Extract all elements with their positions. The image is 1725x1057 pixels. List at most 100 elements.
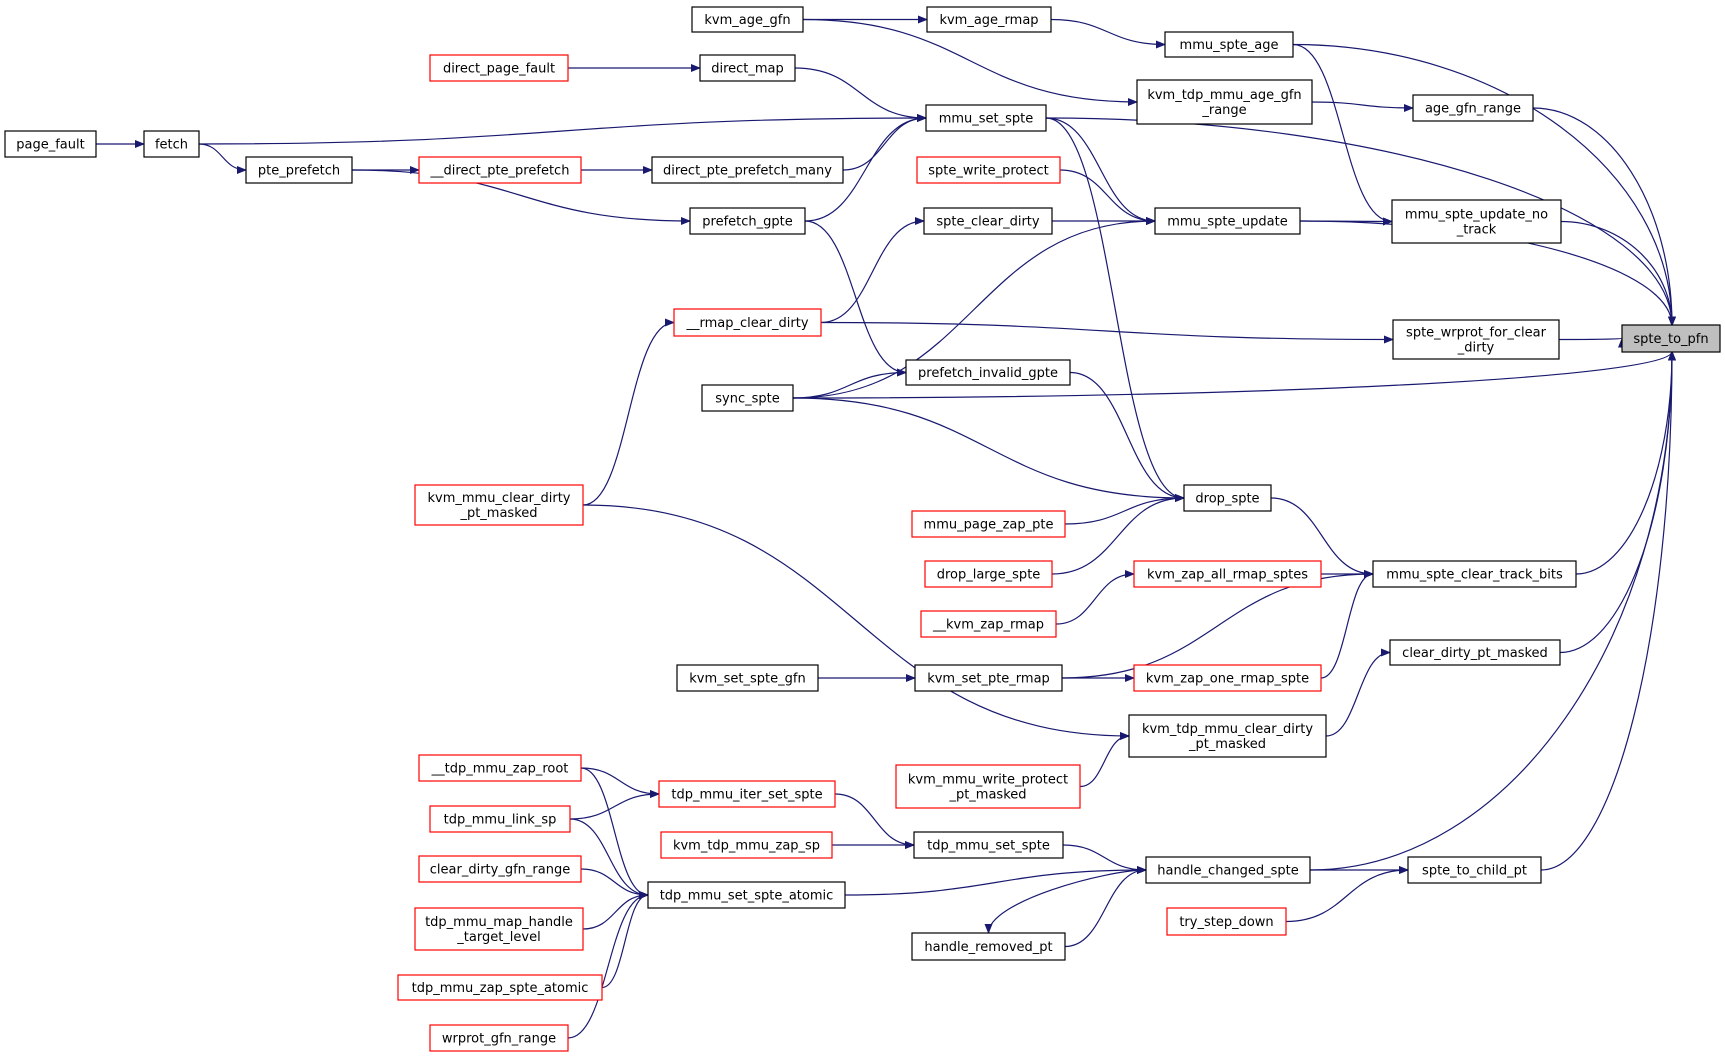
edge-kvm_age_gfn-to-kvm_tdp_mmu_age_gfn_range bbox=[802, 18, 1138, 106]
node-tdp_mmu_map_handle_target_level[interactable]: tdp_mmu_map_handle_target_level bbox=[414, 907, 584, 951]
node-kvm_tdp_mmu_age_gfn_range[interactable]: kvm_tdp_mmu_age_gfn_range bbox=[1136, 79, 1313, 125]
node-drop_large_spte[interactable]: drop_large_spte bbox=[924, 560, 1053, 588]
node-prefetch_invalid_gpte[interactable]: prefetch_invalid_gpte bbox=[905, 359, 1071, 386]
node-label: kvm_mmu_write_protect bbox=[908, 773, 1068, 788]
edge-kvm_mmu_write_protect_pt_masked-to-kvm_tdp_mmu_clear_dirty_pt_masked bbox=[1079, 732, 1130, 788]
node-label: __kvm_zap_rmap bbox=[932, 618, 1044, 633]
node-kvm_tdp_mmu_zap_sp[interactable]: kvm_tdp_mmu_zap_sp bbox=[660, 831, 833, 859]
node-mmu_page_zap_pte[interactable]: mmu_page_zap_pte bbox=[911, 510, 1066, 538]
node-box bbox=[1145, 856, 1311, 884]
node-tdp_mmu_iter_set_spte[interactable]: tdp_mmu_iter_set_spte bbox=[658, 780, 836, 808]
node-direct_pte_prefetch_many[interactable]: direct_pte_prefetch_many bbox=[651, 156, 844, 184]
node-label: tdp_mmu_zap_spte_atomic bbox=[412, 981, 589, 996]
node-label: __rmap_clear_dirty bbox=[685, 316, 808, 331]
node-kvm_zap_all_rmap_sptes[interactable]: kvm_zap_all_rmap_sptes bbox=[1133, 560, 1322, 588]
node-label: wrprot_gfn_range bbox=[442, 1032, 556, 1047]
node-box bbox=[911, 510, 1066, 538]
node-tdp_mmu_set_spte[interactable]: tdp_mmu_set_spte bbox=[913, 831, 1064, 859]
node-label: pte_prefetch bbox=[258, 164, 340, 179]
node-spte_write_protect[interactable]: spte_write_protect bbox=[916, 156, 1061, 184]
edge-kvm_age_rmap-to-mmu_spte_age bbox=[1050, 18, 1166, 49]
node-kvm_age_rmap[interactable]: kvm_age_rmap bbox=[926, 6, 1052, 33]
node-__kvm_zap_rmap[interactable]: __kvm_zap_rmap bbox=[920, 610, 1057, 638]
node-age_gfn_range[interactable]: age_gfn_range bbox=[1412, 94, 1534, 122]
node-drop_spte[interactable]: drop_spte bbox=[1183, 484, 1272, 512]
edge-spte_wrprot_for_clear_dirty-to-spte_to_pfn bbox=[1558, 337, 1626, 348]
node-handle_removed_pt[interactable]: handle_removed_pt bbox=[911, 932, 1066, 961]
node-box bbox=[699, 54, 796, 82]
node-kvm_zap_one_rmap_spte[interactable]: kvm_zap_one_rmap_spte bbox=[1133, 664, 1322, 692]
node-box bbox=[689, 207, 806, 235]
node-__direct_pte_prefetch[interactable]: __direct_pte_prefetch bbox=[418, 156, 582, 184]
node-box bbox=[414, 907, 584, 951]
node-kvm_set_pte_rmap[interactable]: kvm_set_pte_rmap bbox=[914, 664, 1063, 692]
edges-layer bbox=[96, 15, 1676, 1039]
node-label: __direct_pte_prefetch bbox=[430, 164, 570, 179]
node-mmu_spte_update_no_track[interactable]: mmu_spte_update_no_track bbox=[1391, 199, 1562, 244]
node-direct_page_fault[interactable]: direct_page_fault bbox=[429, 54, 569, 82]
node-box bbox=[925, 104, 1047, 132]
node-kvm_set_spte_gfn[interactable]: kvm_set_spte_gfn bbox=[676, 664, 819, 692]
node-tdp_mmu_link_sp[interactable]: tdp_mmu_link_sp bbox=[429, 805, 571, 833]
node-tdp_mmu_zap_spte_atomic[interactable]: tdp_mmu_zap_spte_atomic bbox=[397, 974, 603, 1001]
node-mmu_spte_age[interactable]: mmu_spte_age bbox=[1164, 31, 1294, 58]
node-label: tdp_mmu_map_handle bbox=[425, 915, 573, 930]
node-try_step_down[interactable]: try_step_down bbox=[1166, 907, 1287, 936]
node-spte_to_pfn[interactable]: spte_to_pfn bbox=[1621, 324, 1721, 353]
node-label: direct_pte_prefetch_many bbox=[663, 164, 832, 179]
node-label: _track bbox=[1456, 223, 1497, 238]
node-kvm_tdp_mmu_clear_dirty_pt_masked[interactable]: kvm_tdp_mmu_clear_dirty_pt_masked bbox=[1128, 714, 1327, 758]
node-box bbox=[1372, 560, 1577, 588]
node-__tdp_mmu_zap_root[interactable]: __tdp_mmu_zap_root bbox=[418, 754, 582, 782]
node-direct_map[interactable]: direct_map bbox=[699, 54, 796, 82]
node-box bbox=[924, 560, 1053, 588]
node-box bbox=[429, 1024, 569, 1052]
node-__rmap_clear_dirty[interactable]: __rmap_clear_dirty bbox=[673, 308, 822, 337]
edge-direct_pte_prefetch_many-to-mmu_set_spte bbox=[842, 114, 927, 171]
node-pte_prefetch[interactable]: pte_prefetch bbox=[245, 156, 353, 184]
node-label: _dirty bbox=[1457, 341, 1495, 356]
edge-__tdp_mmu_zap_root-to-tdp_mmu_set_spte_atomic bbox=[580, 767, 649, 899]
node-clear_dirty_pt_masked[interactable]: clear_dirty_pt_masked bbox=[1389, 639, 1561, 666]
node-clear_dirty_gfn_range[interactable]: clear_dirty_gfn_range bbox=[418, 855, 582, 883]
edge-mmu_spte_update_no_track-to-spte_to_pfn bbox=[1560, 220, 1676, 327]
node-spte_to_child_pt[interactable]: spte_to_child_pt bbox=[1407, 856, 1542, 884]
edge-tdp_mmu_set_spte-to-handle_changed_spte bbox=[1062, 844, 1147, 874]
node-handle_changed_spte[interactable]: handle_changed_spte bbox=[1145, 856, 1311, 884]
node-mmu_spte_clear_track_bits[interactable]: mmu_spte_clear_track_bits bbox=[1372, 560, 1577, 588]
node-sync_spte[interactable]: sync_spte bbox=[701, 384, 794, 412]
node-box bbox=[905, 359, 1071, 386]
node-label: kvm_set_pte_rmap bbox=[927, 672, 1050, 687]
node-fetch[interactable]: fetch bbox=[143, 130, 200, 158]
node-label: mmu_set_spte bbox=[939, 112, 1034, 127]
node-mmu_set_spte[interactable]: mmu_set_spte bbox=[925, 104, 1047, 132]
node-spte_wrprot_for_clear_dirty[interactable]: spte_wrprot_for_clear_dirty bbox=[1392, 319, 1560, 360]
node-kvm_age_gfn[interactable]: kvm_age_gfn bbox=[691, 6, 804, 33]
edge-try_step_down-to-spte_to_child_pt bbox=[1285, 866, 1409, 923]
node-label: tdp_mmu_link_sp bbox=[444, 813, 557, 828]
node-page_fault[interactable]: page_fault bbox=[4, 130, 97, 158]
edge-sync_spte-to-drop_spte bbox=[792, 397, 1185, 502]
node-prefetch_gpte[interactable]: prefetch_gpte bbox=[689, 207, 806, 235]
node-tdp_mmu_set_spte_atomic[interactable]: tdp_mmu_set_spte_atomic bbox=[647, 881, 846, 909]
node-label: try_step_down bbox=[1179, 915, 1273, 930]
node-label: mmu_page_zap_pte bbox=[924, 518, 1054, 533]
node-label: mmu_spte_update_no bbox=[1405, 208, 1548, 223]
node-label: prefetch_gpte bbox=[702, 215, 792, 230]
edge-spte_to_child_pt-to-spte_to_pfn bbox=[1540, 350, 1676, 871]
edge-__tdp_mmu_zap_root-to-tdp_mmu_iter_set_spte bbox=[580, 767, 660, 798]
node-label: kvm_mmu_clear_dirty bbox=[427, 491, 570, 506]
node-label: drop_spte bbox=[1195, 492, 1259, 507]
node-kvm_mmu_write_protect_pt_masked[interactable]: kvm_mmu_write_protect_pt_masked bbox=[895, 764, 1081, 809]
edge-sync_spte-to-mmu_spte_update bbox=[792, 217, 1156, 399]
edge-wrprot_gfn_range-to-tdp_mmu_set_spte_atomic bbox=[567, 891, 649, 1039]
node-label: kvm_age_rmap bbox=[939, 13, 1038, 28]
node-wrprot_gfn_range[interactable]: wrprot_gfn_range bbox=[429, 1024, 569, 1052]
node-box bbox=[1128, 714, 1327, 758]
node-kvm_mmu_clear_dirty_pt_masked[interactable]: kvm_mmu_clear_dirty_pt_masked bbox=[414, 484, 584, 526]
node-label: clear_dirty_gfn_range bbox=[430, 863, 570, 878]
node-spte_clear_dirty[interactable]: spte_clear_dirty bbox=[923, 207, 1053, 235]
node-label: page_fault bbox=[16, 138, 84, 153]
node-label: spte_clear_dirty bbox=[936, 215, 1039, 230]
node-mmu_spte_update[interactable]: mmu_spte_update bbox=[1154, 207, 1301, 235]
